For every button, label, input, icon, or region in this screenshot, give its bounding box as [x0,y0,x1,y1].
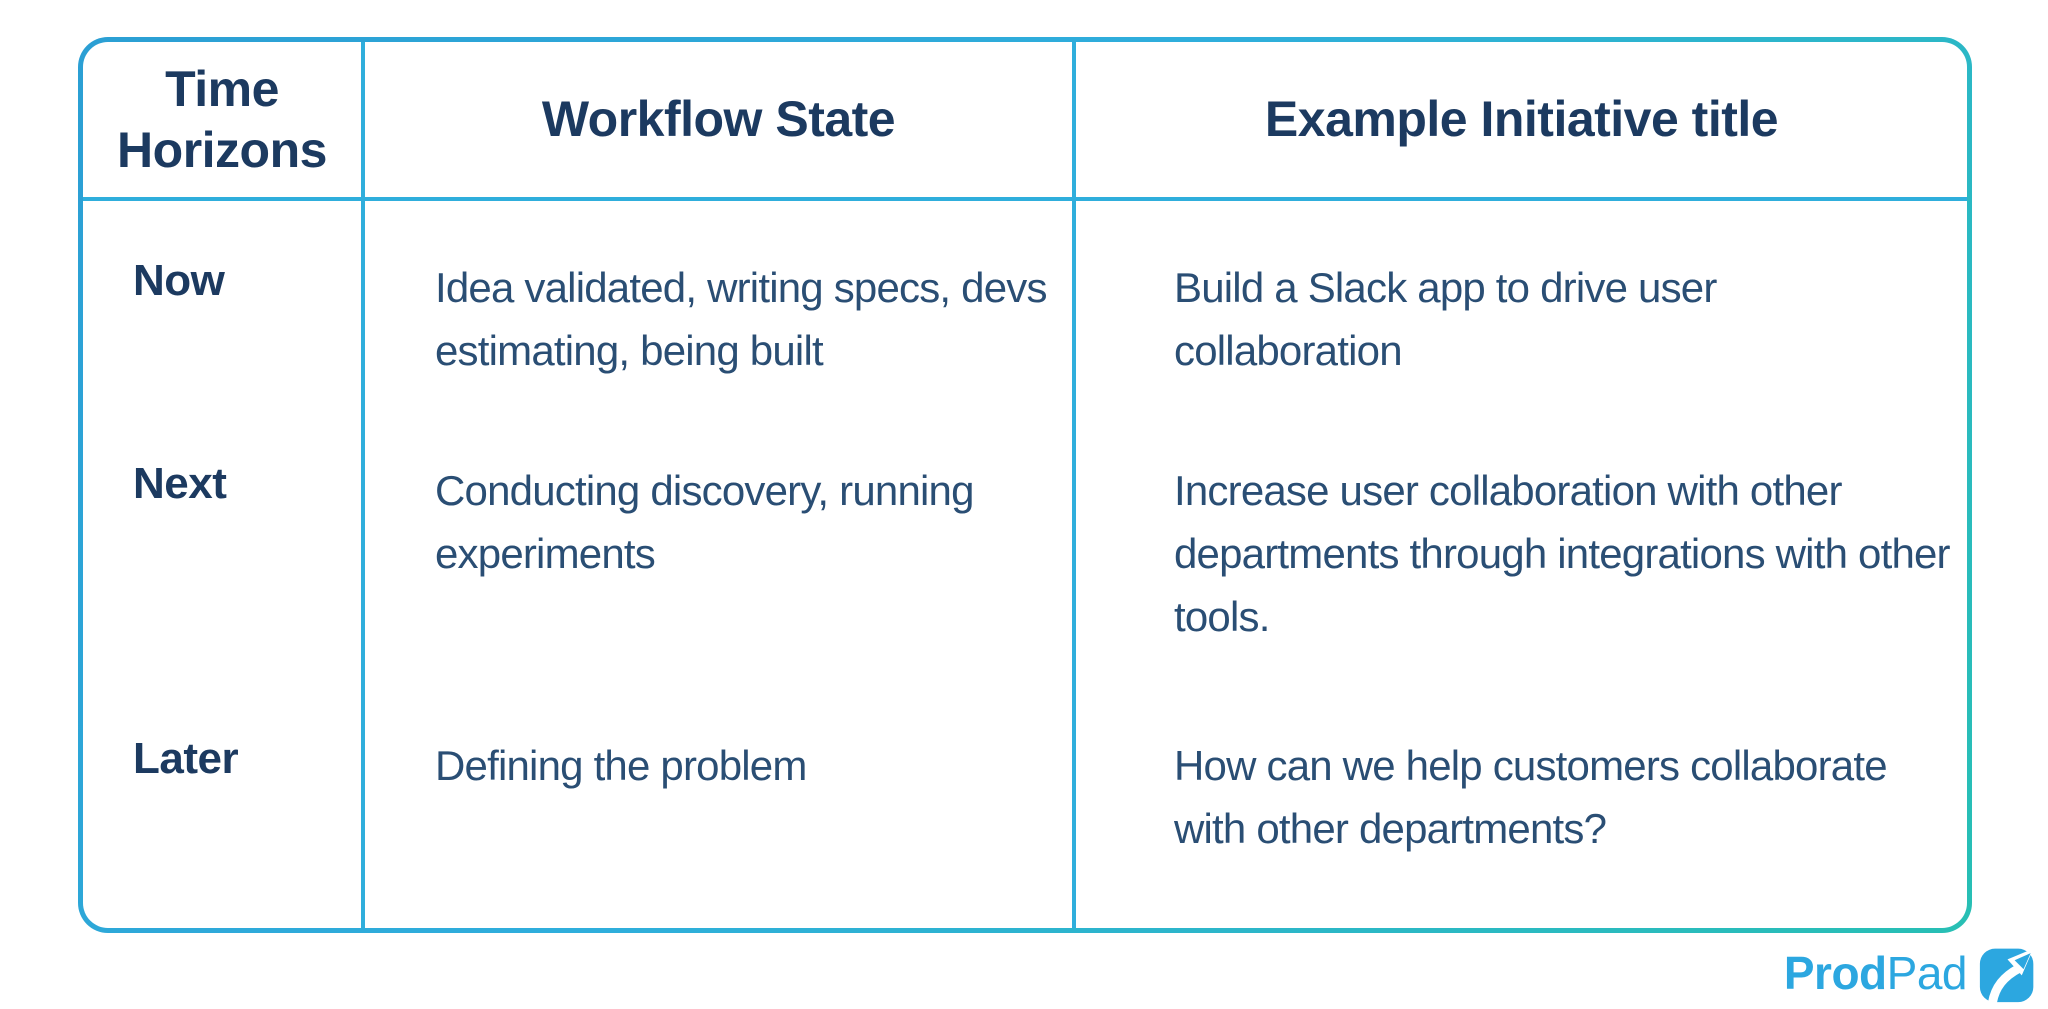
arrow-up-right-icon [1979,948,2034,1003]
example-initiative-now: Build a Slack app to drive user collabor… [1076,201,1967,404]
prodpad-logo: ProdPad [1784,946,2036,1003]
cell-text: Defining the problem [435,742,807,789]
workflow-state-next: Conducting discovery, running experiment… [365,404,1076,679]
workflow-state-now: Idea validated, writing specs, devs esti… [365,201,1076,404]
cell-text: Idea validated, writing specs, devs esti… [435,264,1047,374]
cell-text: Build a Slack app to drive user collabor… [1174,264,1717,374]
example-initiative-next: Increase user collaboration with other d… [1076,404,1967,679]
logo-text-prod: Prod [1783,946,1887,999]
column-header-time-horizons: Time Horizons [83,42,365,201]
row-label-now: Now [83,201,365,404]
column-header-label: Example Initiative title [1264,91,1779,147]
logo-text-pad: Pad [1886,946,1968,999]
workflow-state-later: Defining the problem [365,679,1076,928]
row-label-later: Later [83,679,365,928]
cell-text: How can we help customers collaborate wi… [1174,742,1888,852]
time-horizons-table: Time Horizons Workflow State Example Ini… [78,37,1972,933]
cell-text: Conducting discovery, running experiment… [435,467,974,577]
cell-text: Increase user collaboration with other d… [1174,467,1951,640]
example-initiative-later: How can we help customers collaborate wi… [1076,679,1967,928]
column-header-workflow-state: Workflow State [365,42,1076,201]
row-label-next: Next [83,404,365,679]
column-header-label: Time Horizons [117,60,327,178]
column-header-label: Workflow State [541,91,896,147]
column-header-example-initiative: Example Initiative title [1076,42,1967,201]
prodpad-wordmark: ProdPad [1783,946,1968,1000]
